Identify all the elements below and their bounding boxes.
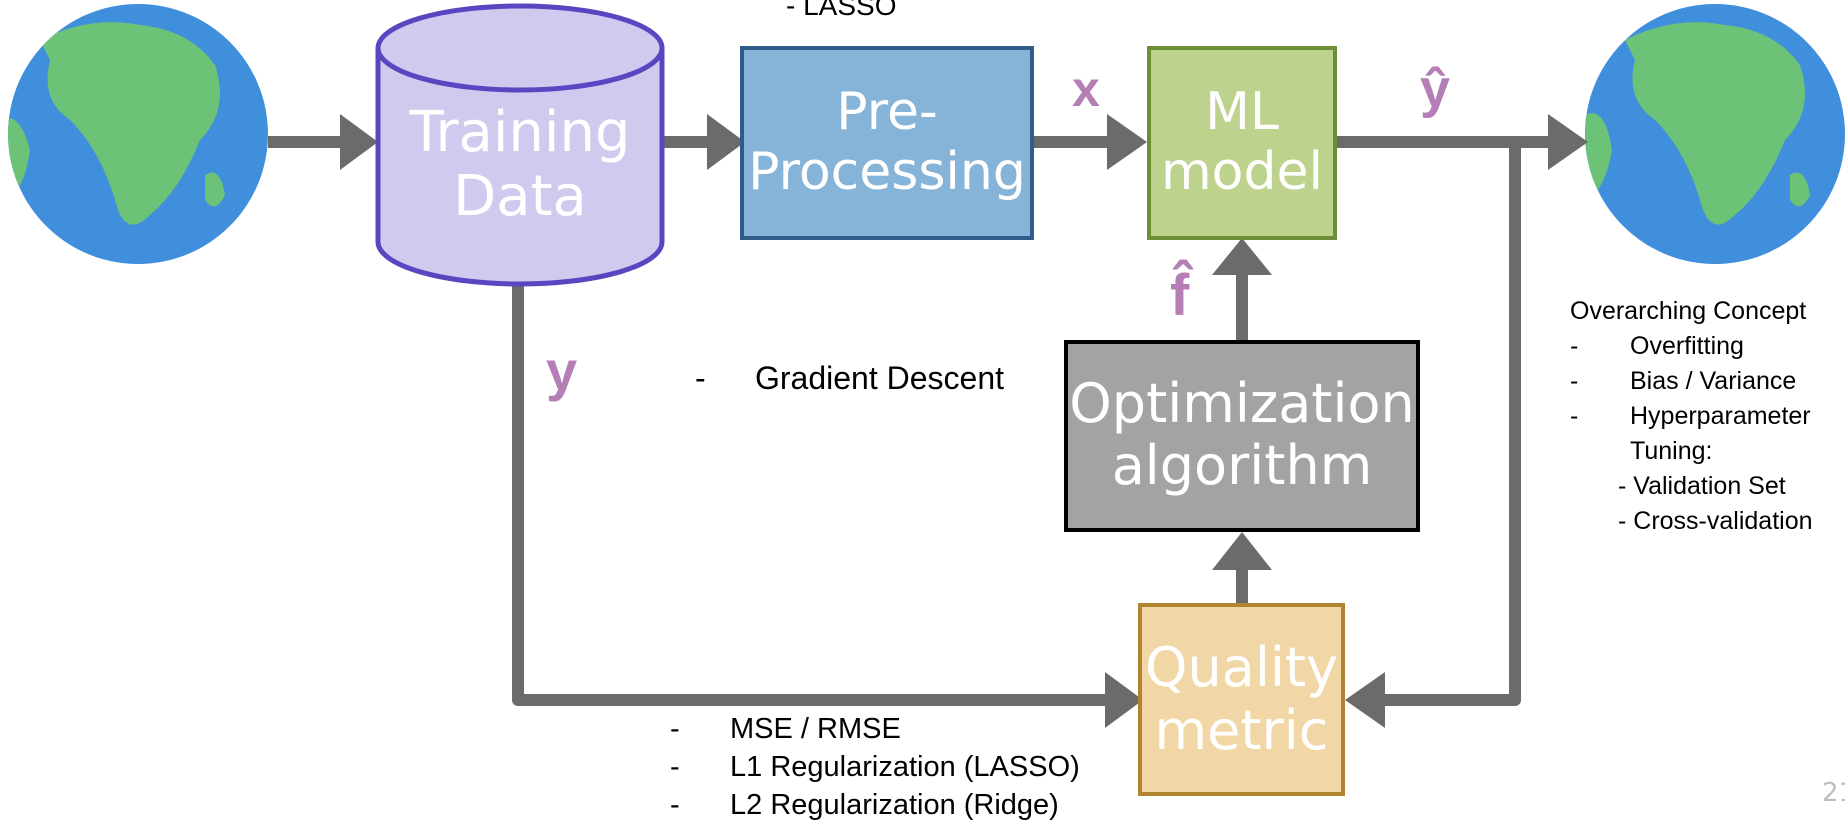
optimization-box bbox=[1064, 340, 1420, 532]
list-item: -L1 Regularization (LASSO) bbox=[670, 751, 1080, 783]
optimization-note: - Gradient Descent bbox=[695, 360, 1004, 397]
training-data-cylinder bbox=[375, 3, 665, 287]
sub-list-item: - Validation Set bbox=[1618, 472, 1786, 500]
ml-model-label: ML model bbox=[1161, 82, 1323, 202]
sub-list-item: - Cross-validation bbox=[1618, 507, 1813, 535]
preprocessing-label: Pre- Processing bbox=[748, 82, 1026, 202]
overarching-concepts: Overarching Concept -Overfitting -Bias /… bbox=[1570, 294, 1813, 539]
y-symbol: y bbox=[546, 339, 578, 402]
top-fragment-text: - LASSO bbox=[786, 0, 897, 21]
overarching-title: Overarching Concept bbox=[1570, 297, 1807, 325]
preprocessing-box bbox=[740, 46, 1034, 240]
quality-metric-box bbox=[1138, 603, 1345, 796]
x-symbol: x bbox=[1072, 61, 1100, 117]
quality-notes-list: -MSE / RMSE -L1 Regularization (LASSO) -… bbox=[670, 710, 1080, 824]
quality-metric-label: Quality metric bbox=[1145, 636, 1338, 762]
list-item: -MSE / RMSE bbox=[670, 713, 901, 745]
list-item: -Bias / Variance bbox=[1570, 367, 1797, 395]
bullet: - bbox=[695, 360, 706, 396]
gradient-descent-text: Gradient Descent bbox=[755, 360, 1005, 396]
ml-model-box bbox=[1147, 46, 1337, 240]
earth-globe-icon bbox=[8, 4, 268, 264]
list-item-continuation: Tuning: bbox=[1630, 437, 1713, 465]
arrowheads bbox=[340, 114, 1588, 728]
list-item: -Hyperparameter bbox=[1570, 402, 1811, 430]
optimization-label: Optimization algorithm bbox=[1069, 371, 1415, 497]
connector-lines bbox=[268, 136, 1550, 706]
y-hat-symbol: ŷ bbox=[1420, 59, 1451, 119]
list-item: -L2 Regularization (Ridge) bbox=[670, 789, 1059, 821]
earth-globe-icon bbox=[1585, 4, 1845, 264]
f-hat-symbol: f̂ bbox=[1170, 263, 1190, 328]
list-item: -Overfitting bbox=[1570, 332, 1744, 360]
training-data-label: Training Data bbox=[409, 99, 631, 229]
page-number: 21 bbox=[1822, 778, 1845, 808]
